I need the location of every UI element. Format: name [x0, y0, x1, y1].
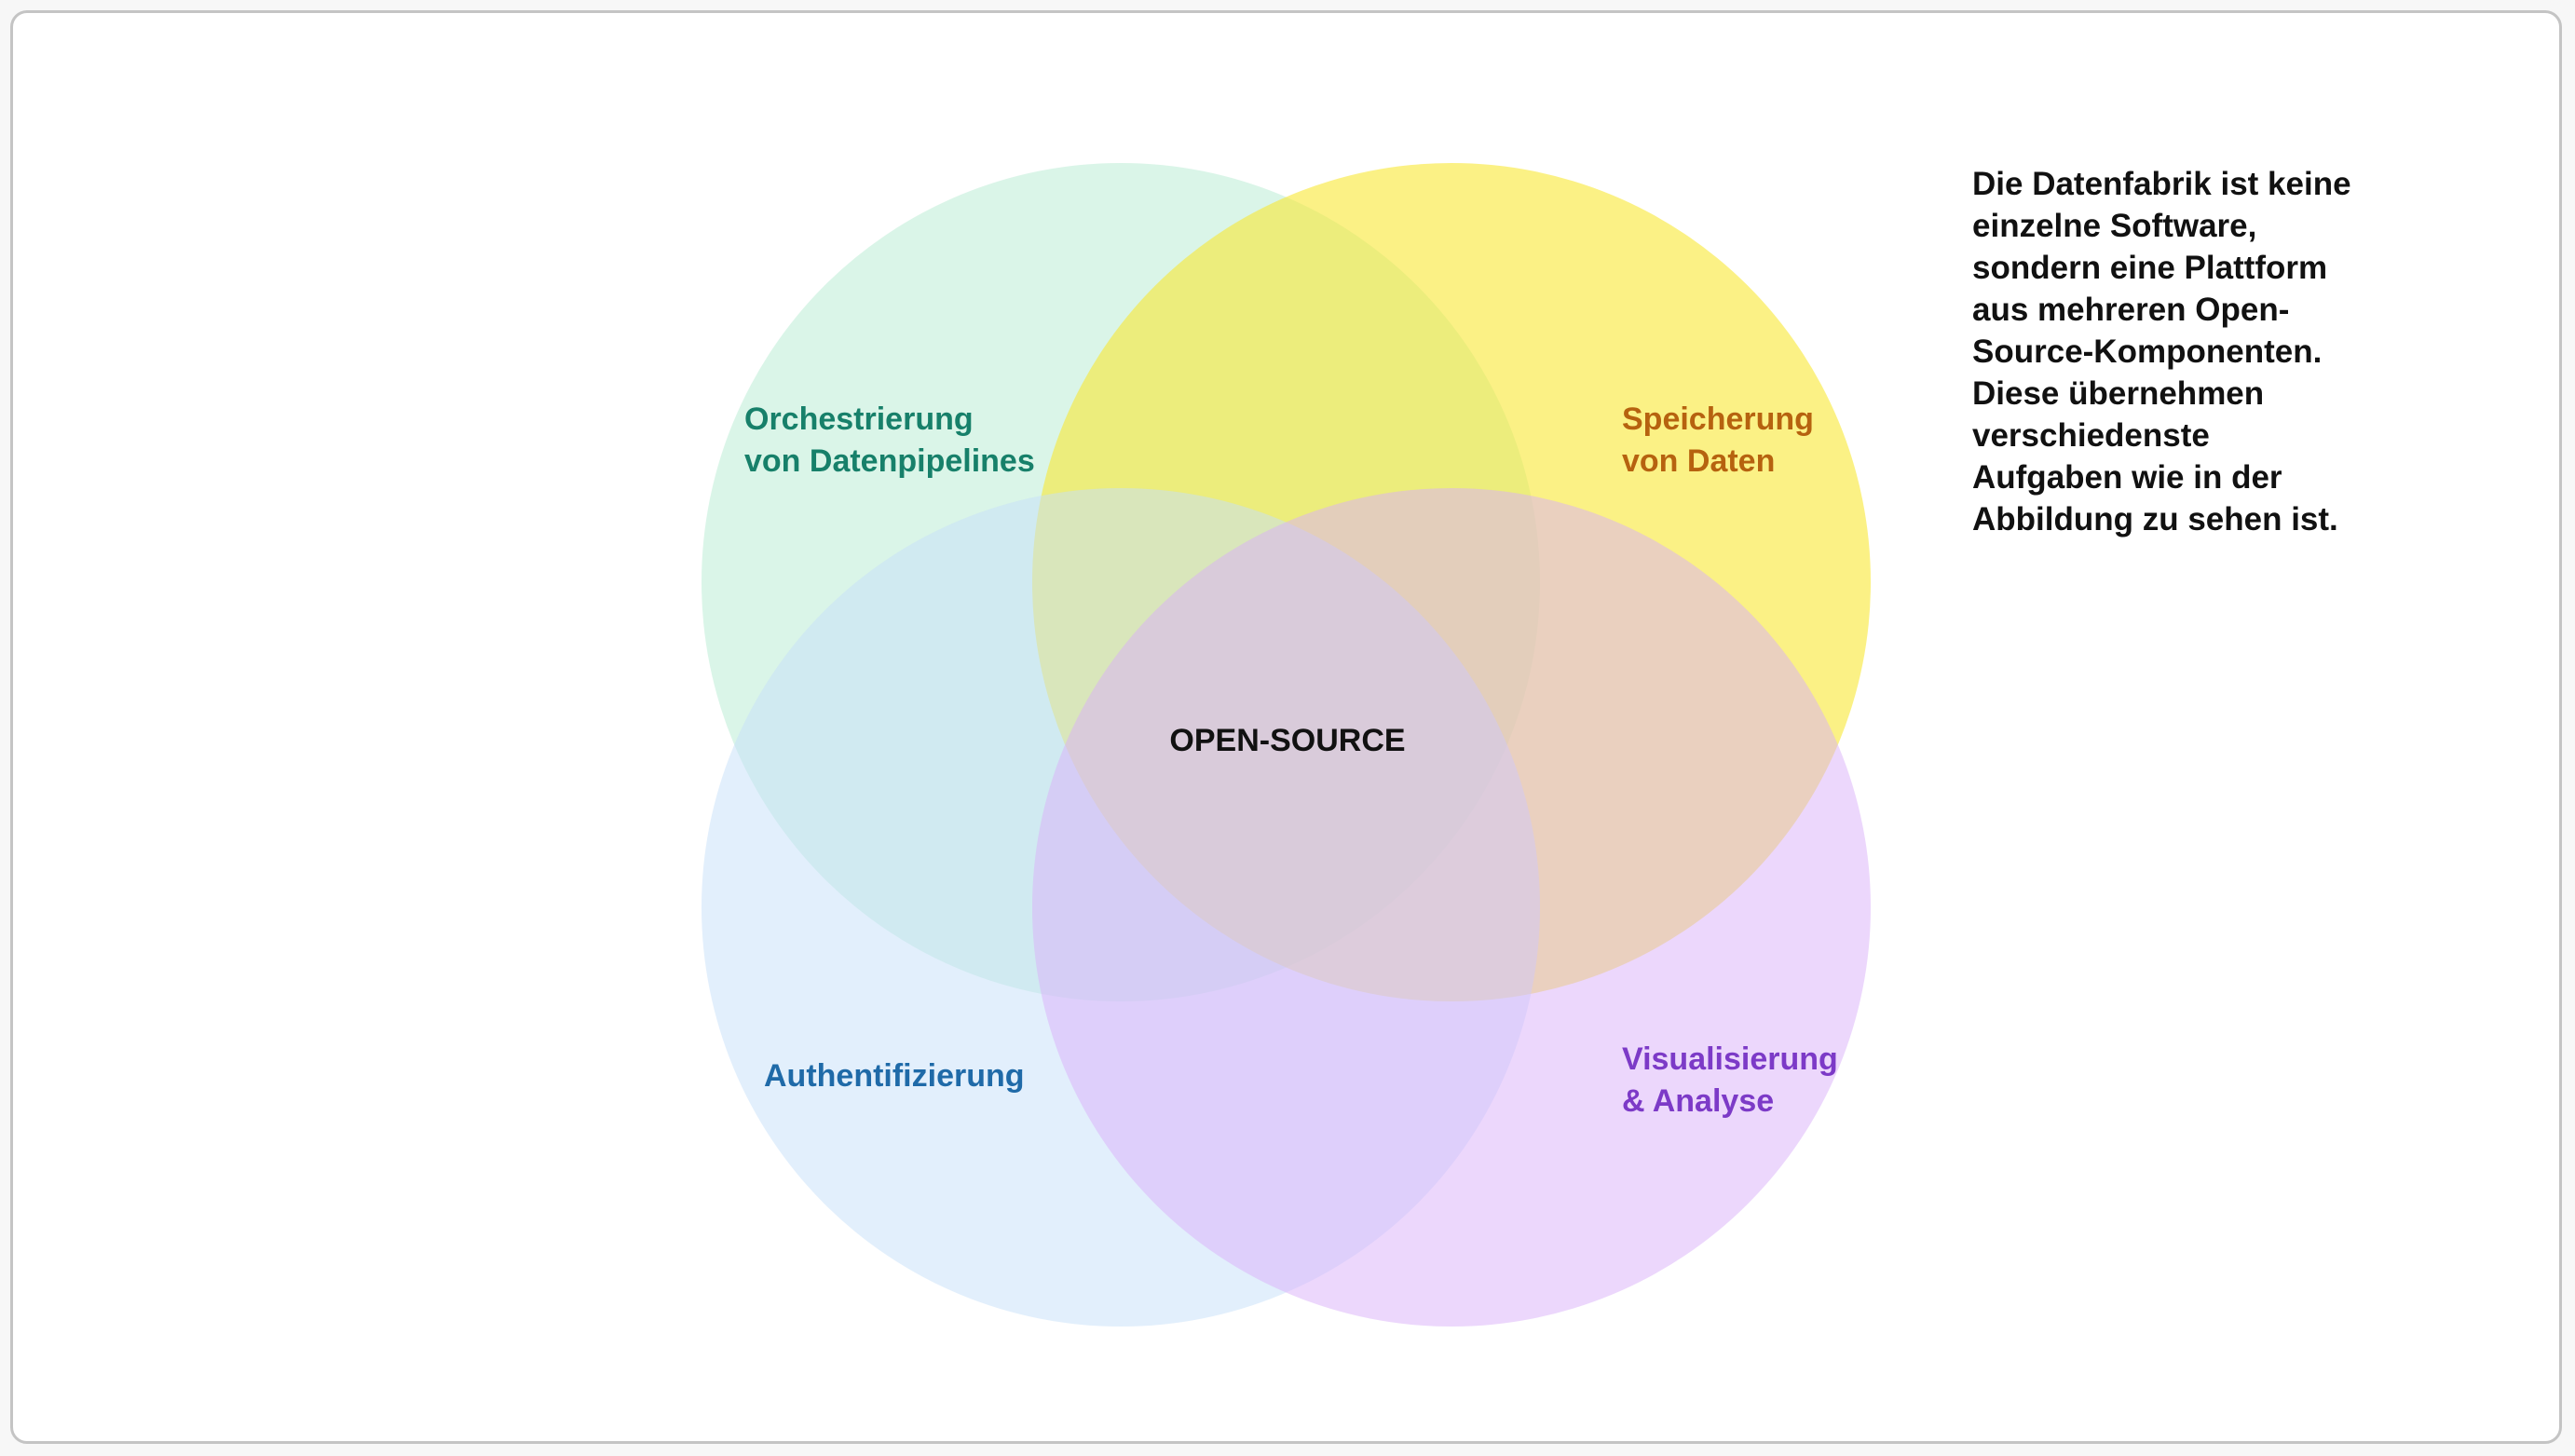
description-line: Aufgaben wie in der [1972, 459, 2282, 496]
circle-visualisierung [1032, 488, 1871, 1327]
description-line: Diese übernehmen [1972, 375, 2265, 412]
label-speicherung-line1: Speicherung [1622, 401, 1814, 437]
label-authentifizierung: Authentifizierung [764, 1058, 1025, 1094]
label-speicherung: Speicherung von Daten [1622, 401, 1822, 479]
description-line: einzelne Software, [1972, 208, 2257, 244]
description-line: verschiedenste [1972, 417, 2210, 454]
description-text: Die Datenfabrik ist keine einzelne Softw… [1972, 163, 2401, 540]
description-line: Source-Komponenten. [1972, 333, 2323, 370]
label-authentifizierung-line1: Authentifizierung [764, 1058, 1025, 1094]
description-line: Die Datenfabrik ist keine [1972, 166, 2351, 202]
label-visualisierung: Visualisierung & Analyse [1622, 1041, 1846, 1119]
description-line: aus mehreren Open- [1972, 292, 2290, 328]
description-line: sondern eine Plattform [1972, 250, 2328, 286]
label-visualisierung-line1: Visualisierung [1622, 1041, 1838, 1077]
label-orchestrierung: Orchestrierung von Datenpipelines [744, 401, 1035, 479]
description-line: Abbildung zu sehen ist. [1972, 501, 2338, 537]
label-orchestrierung-line2: von Datenpipelines [744, 443, 1035, 479]
label-orchestrierung-line1: Orchestrierung [744, 401, 974, 437]
slide-frame: Orchestrierung von Datenpipelines Speich… [10, 10, 2562, 1444]
center-label: OPEN-SOURCE [1169, 723, 1405, 758]
venn-circles [702, 163, 1871, 1327]
label-visualisierung-line2: & Analyse [1622, 1083, 1774, 1119]
venn-diagram: Orchestrierung von Datenpipelines Speich… [702, 163, 1871, 1327]
label-speicherung-line2: von Daten [1622, 443, 1775, 479]
